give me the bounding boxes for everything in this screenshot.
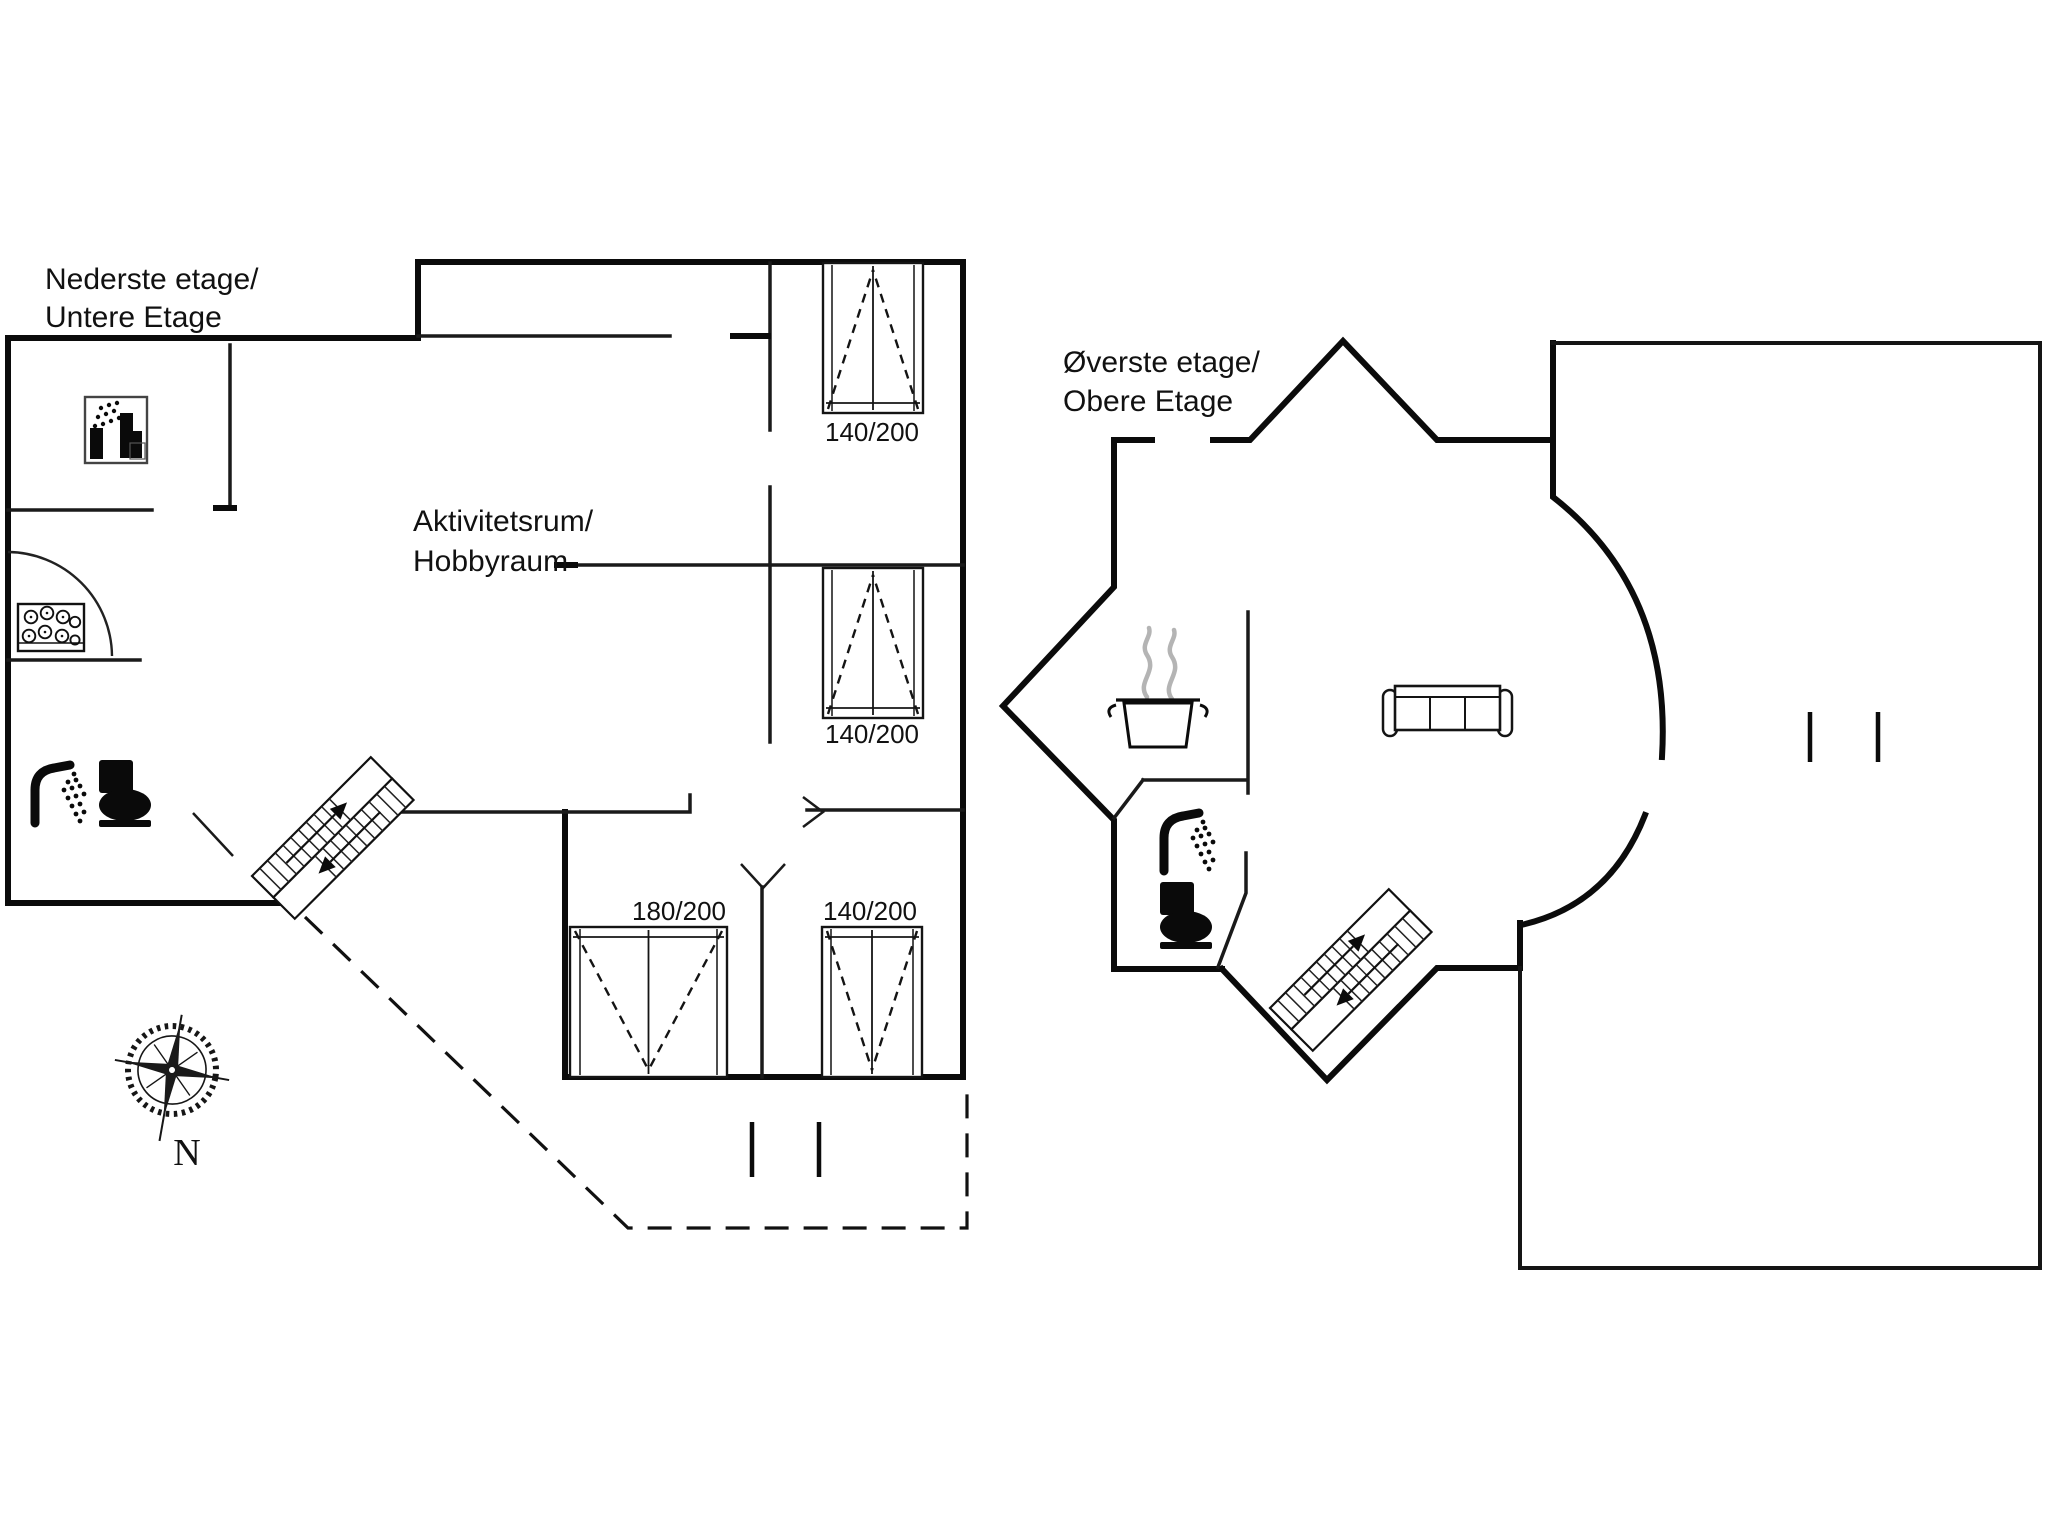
upper-outer-walls bbox=[998, 336, 1666, 1085]
large-room-walls bbox=[1518, 341, 2042, 1270]
bed-3-180x200 bbox=[568, 925, 729, 1079]
lower-floor-title-line2: Untere Etage bbox=[45, 301, 222, 334]
upper-floor-plan: Øverste etage/ Obere Etage bbox=[998, 336, 2042, 1270]
lower-interior-walls bbox=[6, 261, 965, 1079]
window-mark bbox=[749, 1122, 822, 1177]
terrace-dashed-outline bbox=[303, 915, 969, 1230]
door-leaf-mark bbox=[192, 812, 234, 857]
bed-4-140x200 bbox=[820, 925, 924, 1079]
sofa-icon bbox=[1381, 684, 1514, 738]
bed-2-size-label: 140/200 bbox=[825, 719, 919, 749]
compass-rose: N bbox=[114, 1014, 230, 1174]
compass-north-label: N bbox=[173, 1132, 200, 1174]
lower-floor-title-line1: Nederste etage/ bbox=[45, 263, 259, 296]
door-chevron-right bbox=[802, 796, 826, 828]
bed-3-size-label: 180/200 bbox=[632, 896, 726, 926]
bed-1-140x200 bbox=[821, 261, 925, 415]
bed-4-size-label: 140/200 bbox=[823, 896, 917, 926]
upper-floor-title-line1: Øverste etage/ bbox=[1063, 346, 1260, 379]
activity-room-label-line1: Aktivitetsrum/ bbox=[413, 505, 594, 538]
whirlpool-icon bbox=[16, 602, 86, 653]
bed-2-140x200 bbox=[821, 566, 925, 720]
door-jamb-ticks bbox=[213, 333, 771, 568]
lower-floor-plan: Nederste etage/ Untere Etage Aktivitetsr… bbox=[5, 259, 969, 1230]
shower-cabin-icon bbox=[83, 395, 149, 465]
bed-1-size-label: 140/200 bbox=[825, 417, 919, 447]
steam-icon bbox=[1141, 625, 1178, 702]
activity-room-label-line2: Hobbyraum bbox=[413, 545, 568, 578]
upper-floor-title-line2: Obere Etage bbox=[1063, 385, 1233, 418]
upper-interior-walls bbox=[1111, 610, 1250, 970]
door-chevron-down bbox=[740, 863, 786, 890]
cooking-pot-icon bbox=[1107, 625, 1209, 749]
window-mark bbox=[1807, 712, 1881, 762]
door-swing-arc bbox=[7, 550, 114, 657]
